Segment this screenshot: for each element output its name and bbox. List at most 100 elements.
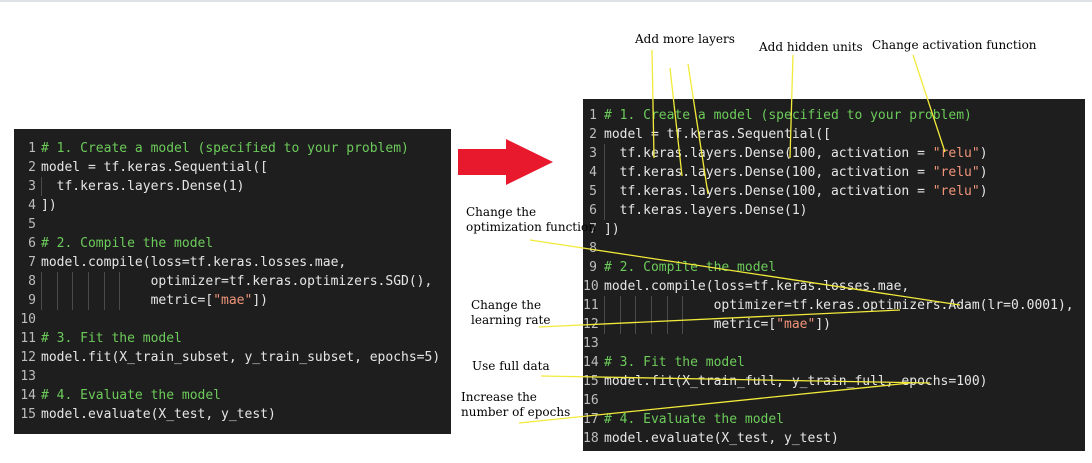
code-text: ]) bbox=[604, 220, 620, 239]
indent-guide bbox=[682, 296, 684, 315]
code-text: model.compile(loss=tf.keras.losses.mae, bbox=[41, 253, 346, 272]
annotation-change-lr-line2: learning rate bbox=[471, 313, 551, 327]
code-string: "mae" bbox=[213, 293, 253, 308]
code-text: optimizer=tf.keras.optimizers.SGD(), bbox=[41, 272, 433, 291]
line-number: 13 bbox=[20, 369, 36, 384]
code-text: # 4. Evaluate the model bbox=[41, 386, 221, 405]
code-text: # 1. Create a model (specified to your p… bbox=[41, 139, 409, 158]
code-line: 14 # 4. Evaluate the model bbox=[14, 386, 451, 405]
code-text: model.compile(loss=tf.keras.losses.mae, bbox=[604, 277, 909, 296]
line-number: 14 bbox=[20, 388, 36, 403]
code-text: # 2. Compile the model bbox=[41, 234, 213, 253]
code-line: 8 bbox=[583, 239, 1085, 258]
code-line: 5 tf.keras.layers.Dense(100, activation … bbox=[583, 182, 1085, 201]
right-arrow-icon bbox=[458, 139, 553, 185]
line-number: 16 bbox=[583, 393, 599, 408]
code-line: 11 optimizer=tf.keras.optimizers.Adam(lr… bbox=[583, 296, 1085, 315]
indent-guide bbox=[41, 272, 42, 291]
indent-guide bbox=[604, 315, 605, 334]
line-number: 7 bbox=[28, 255, 36, 270]
annotation-change-lr-line1: Change the bbox=[471, 298, 542, 312]
code-token: optimizer=tf.keras.optimizers.SGD(), bbox=[41, 274, 433, 289]
code-line: 2 model = tf.keras.Sequential([ bbox=[14, 158, 451, 177]
line-number: 11 bbox=[583, 298, 599, 313]
code-line: 12 metric=["mae"]) bbox=[583, 315, 1085, 334]
code-token: optimizer=tf.keras.optimizers.Adam(lr=0.… bbox=[604, 298, 1074, 313]
code-text: tf.keras.layers.Dense(100, activation = … bbox=[604, 163, 988, 182]
code-token: ]) bbox=[604, 222, 620, 237]
code-text: model.fit(X_train_full, y_train_full, ep… bbox=[604, 372, 988, 391]
code-text: ]) bbox=[41, 196, 57, 215]
code-text: tf.keras.layers.Dense(100, activation = … bbox=[604, 182, 988, 201]
line-number: 9 bbox=[28, 293, 36, 308]
code-line: 7]) bbox=[583, 220, 1085, 239]
code-text: # 3. Fit the model bbox=[41, 329, 182, 348]
line-number: 9 bbox=[589, 260, 597, 275]
indent-guide bbox=[604, 163, 605, 182]
indent-guide bbox=[604, 182, 605, 201]
code-line: 7 model.compile(loss=tf.keras.losses.mae, bbox=[14, 253, 451, 272]
code-comment: # 1. Create a model (specified to your p… bbox=[41, 141, 409, 156]
line-number: 10 bbox=[20, 312, 36, 327]
indent-guide bbox=[41, 177, 42, 196]
line-number: 8 bbox=[28, 274, 36, 289]
code-line: 11 # 3. Fit the model bbox=[14, 329, 451, 348]
indent-guide bbox=[56, 291, 58, 310]
code-string: "mae" bbox=[776, 317, 816, 332]
annotation-epochs-line2: number of epochs bbox=[461, 405, 571, 419]
indent-guide bbox=[87, 272, 89, 291]
code-comment: # 3. Fit the model bbox=[604, 355, 745, 370]
annotation-change-optimizer-line1: Change the bbox=[466, 205, 537, 219]
annotation-epochs: Increase the number of epochs bbox=[461, 390, 570, 420]
indent-guide bbox=[103, 291, 105, 310]
line-number: 1 bbox=[589, 108, 597, 123]
code-text: model = tf.keras.Sequential([ bbox=[604, 125, 831, 144]
code-text: model.fit(X_train_subset, y_train_subset… bbox=[41, 348, 440, 367]
indent-guide bbox=[103, 272, 105, 291]
annotation-change-optimizer: Change the optimization function bbox=[466, 205, 596, 235]
code-line: 13 bbox=[583, 334, 1085, 353]
code-line: 13 bbox=[14, 367, 451, 386]
annotation-add-units: Add hidden units bbox=[759, 40, 863, 54]
code-line: 17# 4. Evaluate the model bbox=[583, 410, 1085, 429]
line-number: 6 bbox=[589, 203, 597, 218]
code-string: "relu" bbox=[932, 165, 980, 180]
line-number: 2 bbox=[28, 160, 36, 175]
indent-guide bbox=[666, 296, 668, 315]
indent-guide bbox=[87, 291, 89, 310]
code-text: tf.keras.layers.Dense(1) bbox=[604, 201, 808, 220]
line-number: 17 bbox=[583, 412, 599, 427]
line-number: 5 bbox=[28, 217, 36, 232]
code-token: metric=[ bbox=[41, 293, 214, 308]
line-number: 3 bbox=[589, 146, 597, 161]
line-number: 1 bbox=[28, 141, 36, 156]
line-number: 2 bbox=[589, 127, 597, 142]
line-number: 15 bbox=[583, 374, 599, 389]
code-line: 16 bbox=[583, 391, 1085, 410]
code-token: model.evaluate(X_test, y_test) bbox=[41, 407, 276, 422]
code-line: 2 model = tf.keras.Sequential([ bbox=[583, 125, 1085, 144]
indent-guide bbox=[604, 296, 605, 315]
code-line: 1 # 1. Create a model (specified to your … bbox=[14, 139, 451, 158]
code-token: model = tf.keras.Sequential([ bbox=[604, 127, 831, 142]
code-line: 9 # 2. Compile the model bbox=[583, 258, 1085, 277]
code-comment: # 2. Compile the model bbox=[604, 260, 777, 275]
line-number: 4 bbox=[589, 165, 597, 180]
code-token: model.compile(loss=tf.keras.losses.mae, bbox=[41, 255, 347, 270]
code-comment: # 4. Evaluate the model bbox=[41, 388, 222, 403]
line-number: 14 bbox=[583, 355, 599, 370]
code-line: 14 # 3. Fit the model bbox=[583, 353, 1085, 372]
indent-guide bbox=[119, 272, 121, 291]
line-number: 11 bbox=[20, 331, 36, 346]
indent-guide bbox=[635, 296, 637, 315]
code-token: metric=[ bbox=[604, 317, 777, 332]
code-token: ) bbox=[979, 184, 988, 199]
code-string: "relu" bbox=[932, 184, 980, 199]
indent-guide bbox=[650, 315, 652, 334]
code-token: tf.keras.layers.Dense(1) bbox=[41, 179, 245, 194]
code-comment: # 2. Compile the model bbox=[41, 236, 214, 251]
line-number: 6 bbox=[28, 236, 36, 251]
code-token: model = tf.keras.Sequential([ bbox=[41, 160, 268, 175]
